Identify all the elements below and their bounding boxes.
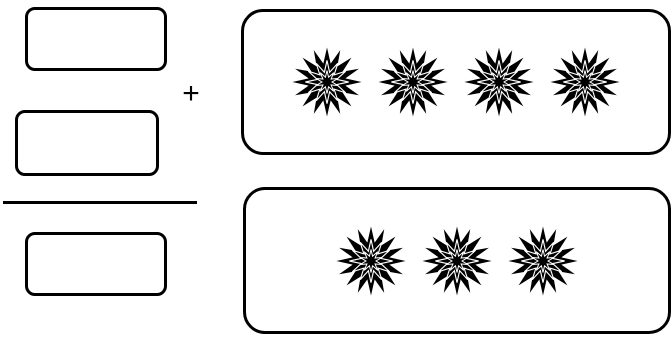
flower-star-icon [377,46,449,118]
addend-bottom-answer-box[interactable] [15,110,159,176]
plus-sign: + [182,77,200,110]
flower-star-icon [463,46,535,118]
flower-star-icon [507,225,579,297]
sum-line [3,201,197,204]
star-group-panel-bottom [243,187,671,334]
flower-star-icon [421,225,493,297]
flower-star-icon [291,46,363,118]
addend-top-answer-box[interactable] [25,7,167,71]
flower-star-icon [549,46,621,118]
sum-answer-box[interactable] [25,232,167,296]
star-group-panel-top [241,9,671,155]
flower-star-icon [335,225,407,297]
